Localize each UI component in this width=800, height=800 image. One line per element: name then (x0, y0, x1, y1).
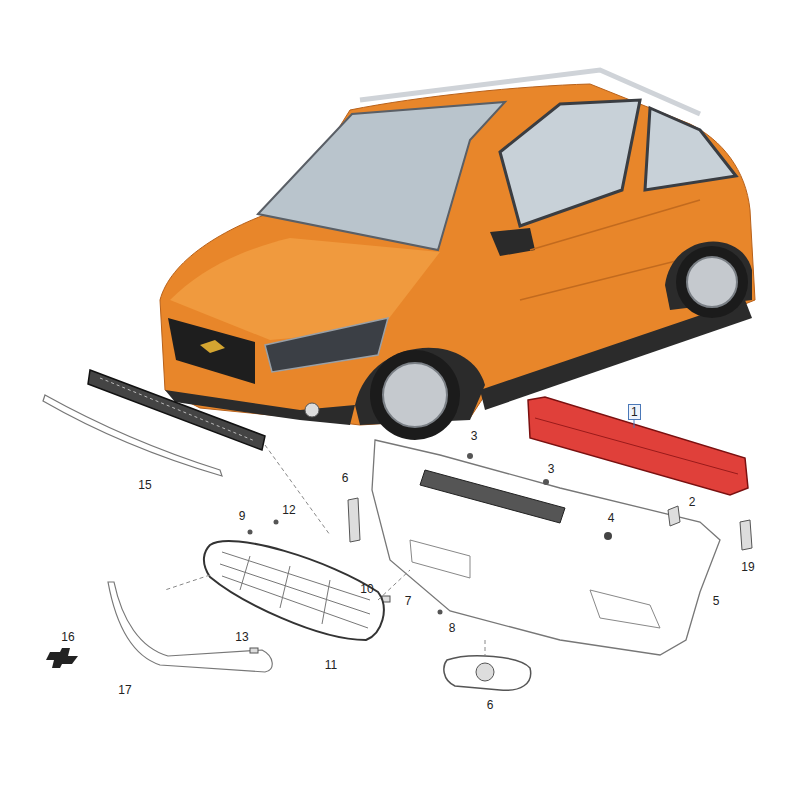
trim-strip (43, 395, 222, 476)
front-tire (370, 350, 460, 440)
beam-rib (535, 418, 738, 474)
callout-number: 2 (689, 495, 696, 509)
fog-recess (590, 590, 660, 628)
callout-number: 12 (282, 503, 295, 517)
fog-lamp (305, 403, 319, 417)
badge (46, 648, 78, 668)
rear-tire (676, 246, 748, 318)
car-hood (170, 238, 440, 340)
bumper-cover (372, 440, 720, 655)
windshield (258, 102, 505, 250)
leader-line (634, 420, 635, 428)
grille-strip (88, 370, 265, 450)
callout-number: 19 (741, 560, 754, 574)
side-window (500, 100, 640, 226)
car-grille (168, 318, 255, 384)
assembly-line (265, 445, 330, 535)
car-badge (200, 340, 225, 353)
rear-window (645, 108, 736, 190)
grille-hatch (100, 378, 255, 441)
clip (438, 610, 443, 615)
clip (668, 506, 680, 526)
bracket (740, 520, 752, 550)
screw (467, 453, 473, 459)
callout-number: 13 (235, 630, 248, 644)
callout-number: 4 (608, 511, 615, 525)
plate-recess (410, 540, 470, 578)
callout-number: 8 (449, 621, 456, 635)
callout-number: 5 (713, 594, 720, 608)
grille-support (420, 470, 565, 523)
callout-number: 9 (239, 509, 246, 523)
callout-number: 6 (487, 698, 494, 712)
callout-number: 1 (631, 405, 638, 419)
assembly-line (165, 575, 210, 590)
screw (543, 479, 549, 485)
grille-mesh (220, 552, 370, 628)
callout-box: 1 (628, 404, 641, 420)
bracket (348, 498, 360, 542)
callout-number: 15 (138, 478, 151, 492)
rear-rim (687, 257, 737, 307)
callout-number: 7 (405, 594, 412, 608)
callout-number: 6 (342, 471, 349, 485)
assembly-line (485, 640, 486, 655)
callout-number: 3 (548, 462, 555, 476)
callout-number: 11 (325, 658, 337, 672)
fog-lamp (476, 663, 494, 681)
callout-number: 3 (471, 429, 478, 443)
screw (274, 520, 279, 525)
headlight (265, 318, 388, 372)
screw (248, 530, 253, 535)
callout-number: 16 (61, 630, 74, 644)
front-rim (383, 363, 447, 427)
clip (250, 648, 258, 653)
nut (604, 532, 612, 540)
callout-number: 17 (118, 683, 131, 697)
callout-number: 10 (360, 582, 373, 596)
bumper-beam (528, 397, 748, 495)
chrome-trim (108, 582, 272, 672)
grille (204, 541, 384, 640)
roof-rail (360, 70, 700, 114)
mirror (490, 228, 535, 256)
fog-bezel (444, 656, 531, 690)
car-body (160, 84, 755, 425)
